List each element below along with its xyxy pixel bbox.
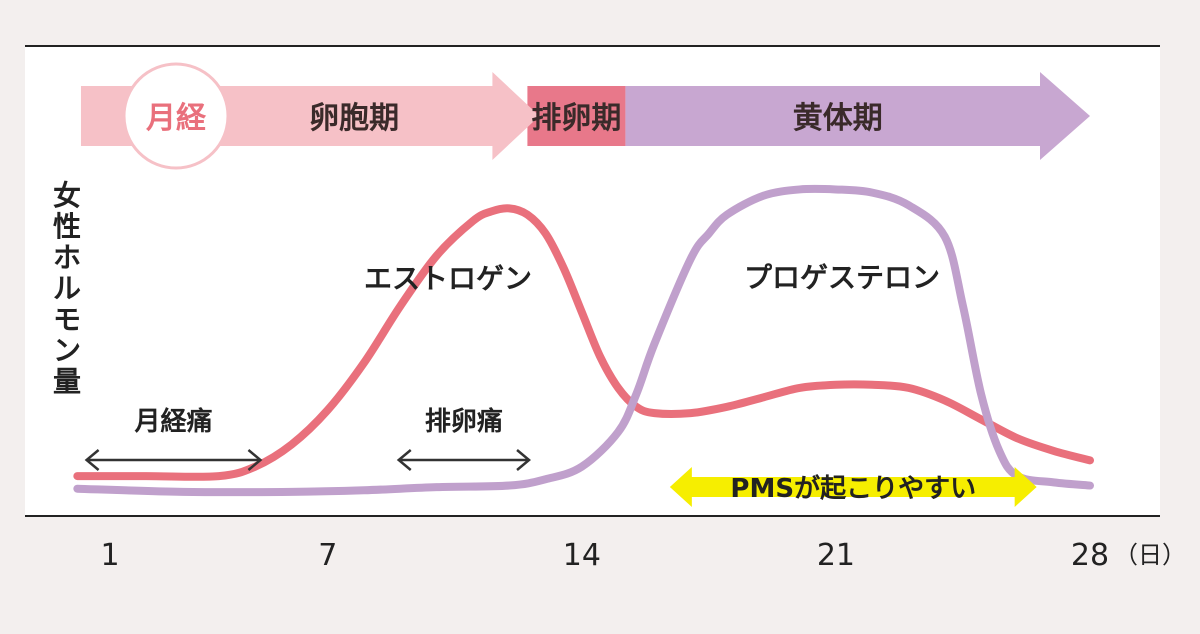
y-axis-label-char: ン xyxy=(53,334,81,367)
phase-ovulation-label: 排卵期 xyxy=(531,101,621,136)
x-unit-label: （日） xyxy=(1114,541,1186,569)
x-tick-label: 7 xyxy=(318,538,337,573)
phase-ovulation-band xyxy=(527,86,626,146)
menstrual-pain-arrow-head-right xyxy=(247,449,263,471)
progesterone-line xyxy=(73,184,1094,497)
x-tick-label: 28 xyxy=(1071,538,1109,573)
menstruation-circle xyxy=(122,62,230,170)
ovulation-pain-arrow-head-right xyxy=(516,449,531,471)
progesterone-label: プロゲステロン xyxy=(744,261,940,294)
phase-luteal-arrow xyxy=(625,72,1090,160)
phase-follicular-label: 卵胞期 xyxy=(309,101,399,136)
x-tick-label: 14 xyxy=(563,538,601,573)
pms-label: PMSが起こりやすい xyxy=(730,473,976,504)
y-axis-label-char: 女 xyxy=(53,179,81,212)
pms-arrow xyxy=(669,467,1037,507)
estrogen-line xyxy=(73,204,1094,481)
menstrual-pain-arrow-head-left xyxy=(84,449,100,471)
x-tick-label: 1 xyxy=(100,538,119,573)
ovulation-pain-arrow-head-left xyxy=(396,449,412,471)
y-axis-label-char: ル xyxy=(53,272,81,305)
y-axis-label-char: ホ xyxy=(53,241,81,274)
phase-luteal-label: 黄体期 xyxy=(793,101,883,136)
estrogen-label: エストロゲン xyxy=(364,262,532,295)
y-axis-label-char: 量 xyxy=(53,365,81,398)
y-axis-label-char: 性 xyxy=(53,210,81,243)
ovulation-pain-arrow-label: 排卵痛 xyxy=(425,406,503,437)
menstrual-pain-arrow-label: 月経痛 xyxy=(134,406,213,437)
x-tick-label: 21 xyxy=(817,538,855,573)
y-axis-label-char: モ xyxy=(53,303,81,336)
menstruation-label: 月経 xyxy=(146,101,207,136)
